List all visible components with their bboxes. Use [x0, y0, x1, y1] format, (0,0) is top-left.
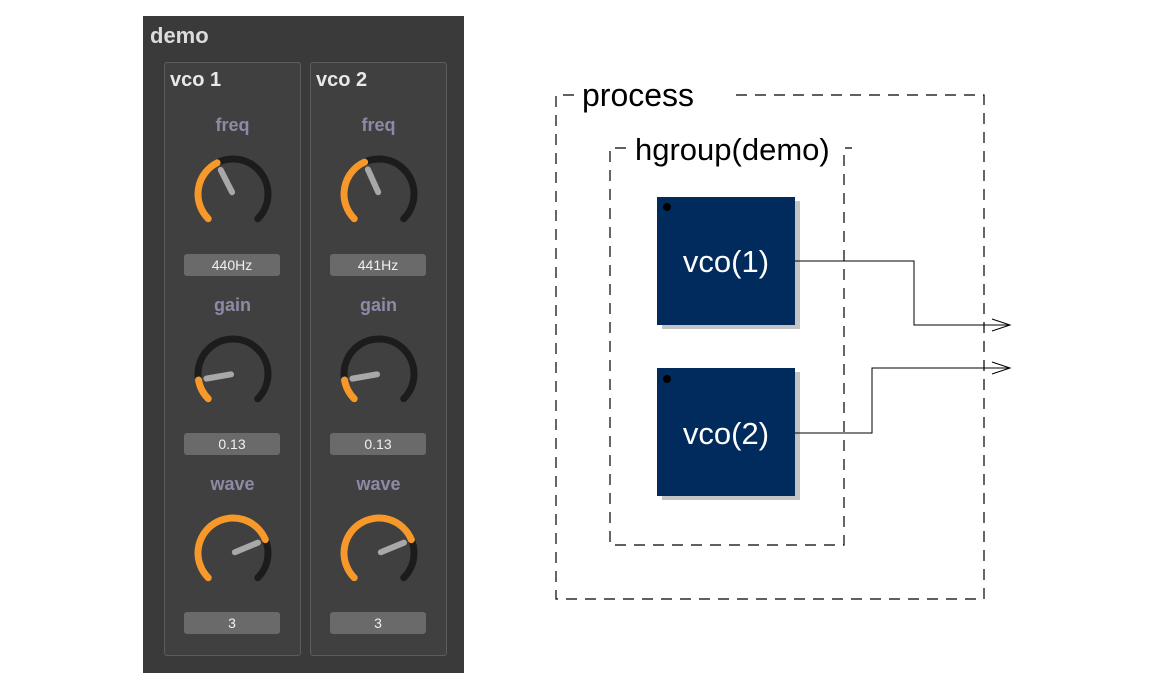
knob-gain[interactable]: [192, 333, 274, 415]
knob-freq[interactable]: [338, 153, 420, 235]
knob-fill: [341, 376, 358, 403]
param-label-wave: wave: [210, 474, 255, 494]
param-label-gain: gain: [213, 295, 251, 315]
group-title: vco 2: [316, 69, 368, 91]
param-label-wave: wave: [356, 474, 401, 494]
knob-pointer: [217, 166, 236, 196]
value-field-wave[interactable]: 3: [184, 612, 280, 634]
block-marker: [663, 203, 671, 211]
panel-title: demo: [150, 23, 209, 48]
value-field-freq[interactable]: 441Hz: [330, 254, 426, 276]
hgroup-frame: [609, 147, 852, 546]
knob-fill: [194, 514, 269, 582]
arrow-output-1: [991, 318, 1012, 332]
knob-pointer: [364, 166, 382, 196]
block-body: [657, 368, 795, 496]
group-vco-2: vco 2 freq 441Hz gain 0.13 wave 3: [310, 62, 447, 656]
knob-fill: [195, 376, 212, 403]
knob-pointer: [349, 371, 381, 382]
group-title: vco 1: [170, 69, 222, 91]
value-field-gain[interactable]: 0.13: [330, 433, 426, 455]
block-vco-1[interactable]: vco(1): [657, 197, 800, 329]
group-vco-1: vco 1 freq 440Hz gain 0.13 wave 3: [164, 62, 301, 656]
value-field-gain[interactable]: 0.13: [184, 433, 280, 455]
param-label-freq: freq: [361, 115, 396, 135]
value-field-wave[interactable]: 3: [330, 612, 426, 634]
param-label-gain: gain: [359, 295, 397, 315]
knob-wave[interactable]: [192, 512, 274, 594]
knob-pointer: [377, 539, 407, 556]
knob-freq[interactable]: [192, 153, 274, 235]
knob-pointer: [203, 371, 235, 382]
knob-wave[interactable]: [338, 512, 420, 594]
knob-fill: [340, 514, 415, 582]
block-label: vco(1): [683, 244, 769, 279]
param-label-freq: freq: [215, 115, 250, 135]
hgroup-label: hgroup(demo): [635, 132, 830, 167]
process-label: process: [582, 77, 694, 113]
process-frame: [555, 94, 985, 600]
knob-fill: [194, 159, 221, 223]
knob-gain[interactable]: [338, 333, 420, 415]
block-body: [657, 197, 795, 325]
block-marker: [663, 375, 671, 383]
block-label: vco(2): [683, 416, 769, 451]
wire-vco-1: [795, 260, 1010, 326]
ui-panel: demo vco 1 freq 440Hz gain 0.13 wave 3 v…: [143, 16, 464, 673]
arrow-output-2: [991, 361, 1012, 375]
block-vco-2[interactable]: vco(2): [657, 368, 800, 500]
knob-fill: [340, 158, 369, 223]
knob-pointer: [231, 539, 261, 556]
value-field-freq[interactable]: 440Hz: [184, 254, 280, 276]
wire-vco-2: [795, 367, 1010, 434]
